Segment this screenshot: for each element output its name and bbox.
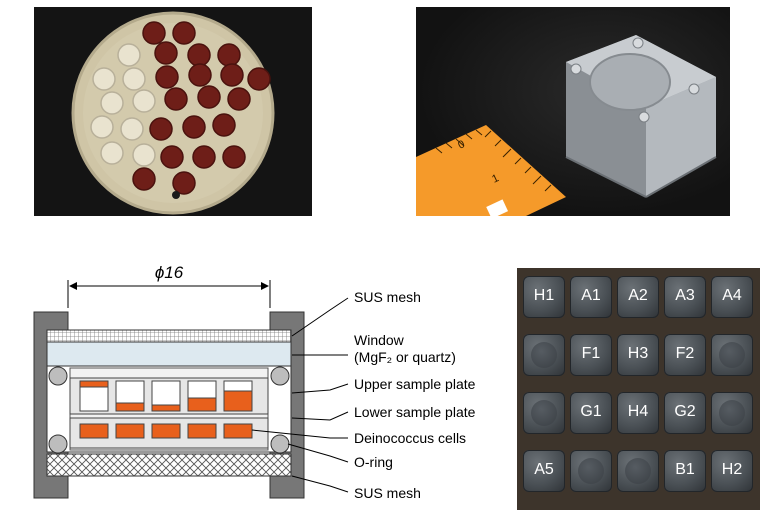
grid-cell: H4	[617, 392, 659, 434]
sample-well	[164, 87, 188, 111]
sample-well	[172, 21, 196, 45]
sample-well	[222, 145, 246, 169]
o-ring-bottom-left	[48, 434, 68, 454]
o-ring-top-left	[48, 366, 68, 386]
grid-cell-label: H3	[627, 345, 649, 362]
grid-cell-window	[719, 342, 745, 368]
sample-plate-image	[71, 11, 275, 215]
label-upper-sample-plate: Upper sample plate	[354, 376, 476, 392]
grid-cell: G2	[664, 392, 706, 434]
sample-well	[132, 143, 156, 167]
window	[46, 341, 292, 367]
grid-cell-label: A3	[675, 287, 695, 304]
grid-cell-label: H4	[627, 403, 649, 420]
grid-cell-label: A4	[722, 287, 742, 304]
sample-well	[160, 145, 184, 169]
exposure-container-image: 0 1	[416, 35, 717, 216]
label-deinococcus-cells: Deinococcus cells	[354, 430, 466, 446]
label-sus-mesh-bottom: SUS mesh	[354, 485, 421, 501]
sample-well	[212, 113, 236, 137]
sample-well	[122, 67, 146, 91]
sample-well	[120, 117, 144, 141]
sample-well	[117, 43, 141, 67]
grid-cell: F1	[570, 334, 612, 376]
sample-well	[132, 89, 156, 113]
grid-cell-label: A1	[581, 287, 601, 304]
grid-cell-label: A2	[628, 287, 648, 304]
top-sus-mesh	[46, 329, 292, 343]
grid-cell-label: G1	[580, 403, 602, 420]
grid-cell	[711, 334, 753, 376]
grid-cell: G1	[570, 392, 612, 434]
dimension-label: ϕ16	[155, 263, 184, 282]
sample-well	[192, 145, 216, 169]
upper-wells	[79, 380, 253, 412]
grid-cell: A4	[711, 276, 753, 318]
exposure-container-photo: 0 1	[416, 7, 730, 216]
sample-plate-photo	[34, 7, 312, 216]
sample-well	[100, 91, 124, 115]
bottom-sus-mesh	[46, 453, 292, 477]
grid-cell: H3	[617, 334, 659, 376]
sample-well	[172, 171, 196, 195]
grid-cell: A1	[570, 276, 612, 318]
cross-section-diagram: ϕ16 SUS mesh Win	[33, 263, 476, 501]
sample-well	[132, 167, 156, 191]
grid-cell	[523, 334, 565, 376]
deinococcus-cells	[79, 423, 253, 439]
grid-cell-label: H2	[721, 461, 743, 478]
grid-cell-label: F1	[581, 345, 601, 362]
o-ring-bottom-right	[270, 434, 290, 454]
sample-well	[187, 43, 211, 67]
grid-cell-window	[578, 458, 604, 484]
grid-cell: F2	[664, 334, 706, 376]
svg-text:1: 1	[490, 172, 501, 185]
sample-well	[155, 65, 179, 89]
grid-cell-window	[625, 458, 651, 484]
grid-cell-label: F2	[675, 345, 695, 362]
sample-well	[188, 63, 212, 87]
grid-cell-window	[531, 400, 557, 426]
grid-cell	[570, 450, 612, 492]
sample-well	[92, 67, 116, 91]
sample-well	[142, 21, 166, 45]
label-lower-sample-plate: Lower sample plate	[354, 404, 476, 420]
svg-text:0: 0	[456, 138, 467, 151]
sample-well	[154, 41, 178, 65]
grid-cell	[711, 392, 753, 434]
grid-cell: H1	[523, 276, 565, 318]
grid-cell-label: H1	[533, 287, 555, 304]
grid-cell: A2	[617, 276, 659, 318]
grid-cell: B1	[664, 450, 706, 492]
grid-cell-window	[719, 400, 745, 426]
label-window-material: (MgF₂ or quartz)	[354, 349, 456, 365]
grid-cell-window	[531, 342, 557, 368]
label-o-ring: O-ring	[354, 454, 393, 470]
sample-well	[182, 115, 206, 139]
grid-cell: A3	[664, 276, 706, 318]
sample-well	[90, 115, 114, 139]
sample-well	[100, 141, 124, 165]
sample-well	[227, 87, 251, 111]
grid-cell-label: G2	[674, 403, 696, 420]
label-window: Window	[354, 332, 405, 348]
sample-well	[217, 43, 241, 67]
grid-cell-label: B1	[675, 461, 695, 478]
grid-cell: A5	[523, 450, 565, 492]
grid-cell: H2	[711, 450, 753, 492]
sample-well	[149, 117, 173, 141]
o-ring-top-right	[270, 366, 290, 386]
sample-well	[220, 63, 244, 87]
grid-cell-label: A5	[534, 461, 554, 478]
sample-well	[197, 85, 221, 109]
sample-well	[247, 67, 271, 91]
grid-cell	[617, 450, 659, 492]
label-sus-mesh-top: SUS mesh	[354, 289, 421, 305]
grid-cell	[523, 392, 565, 434]
